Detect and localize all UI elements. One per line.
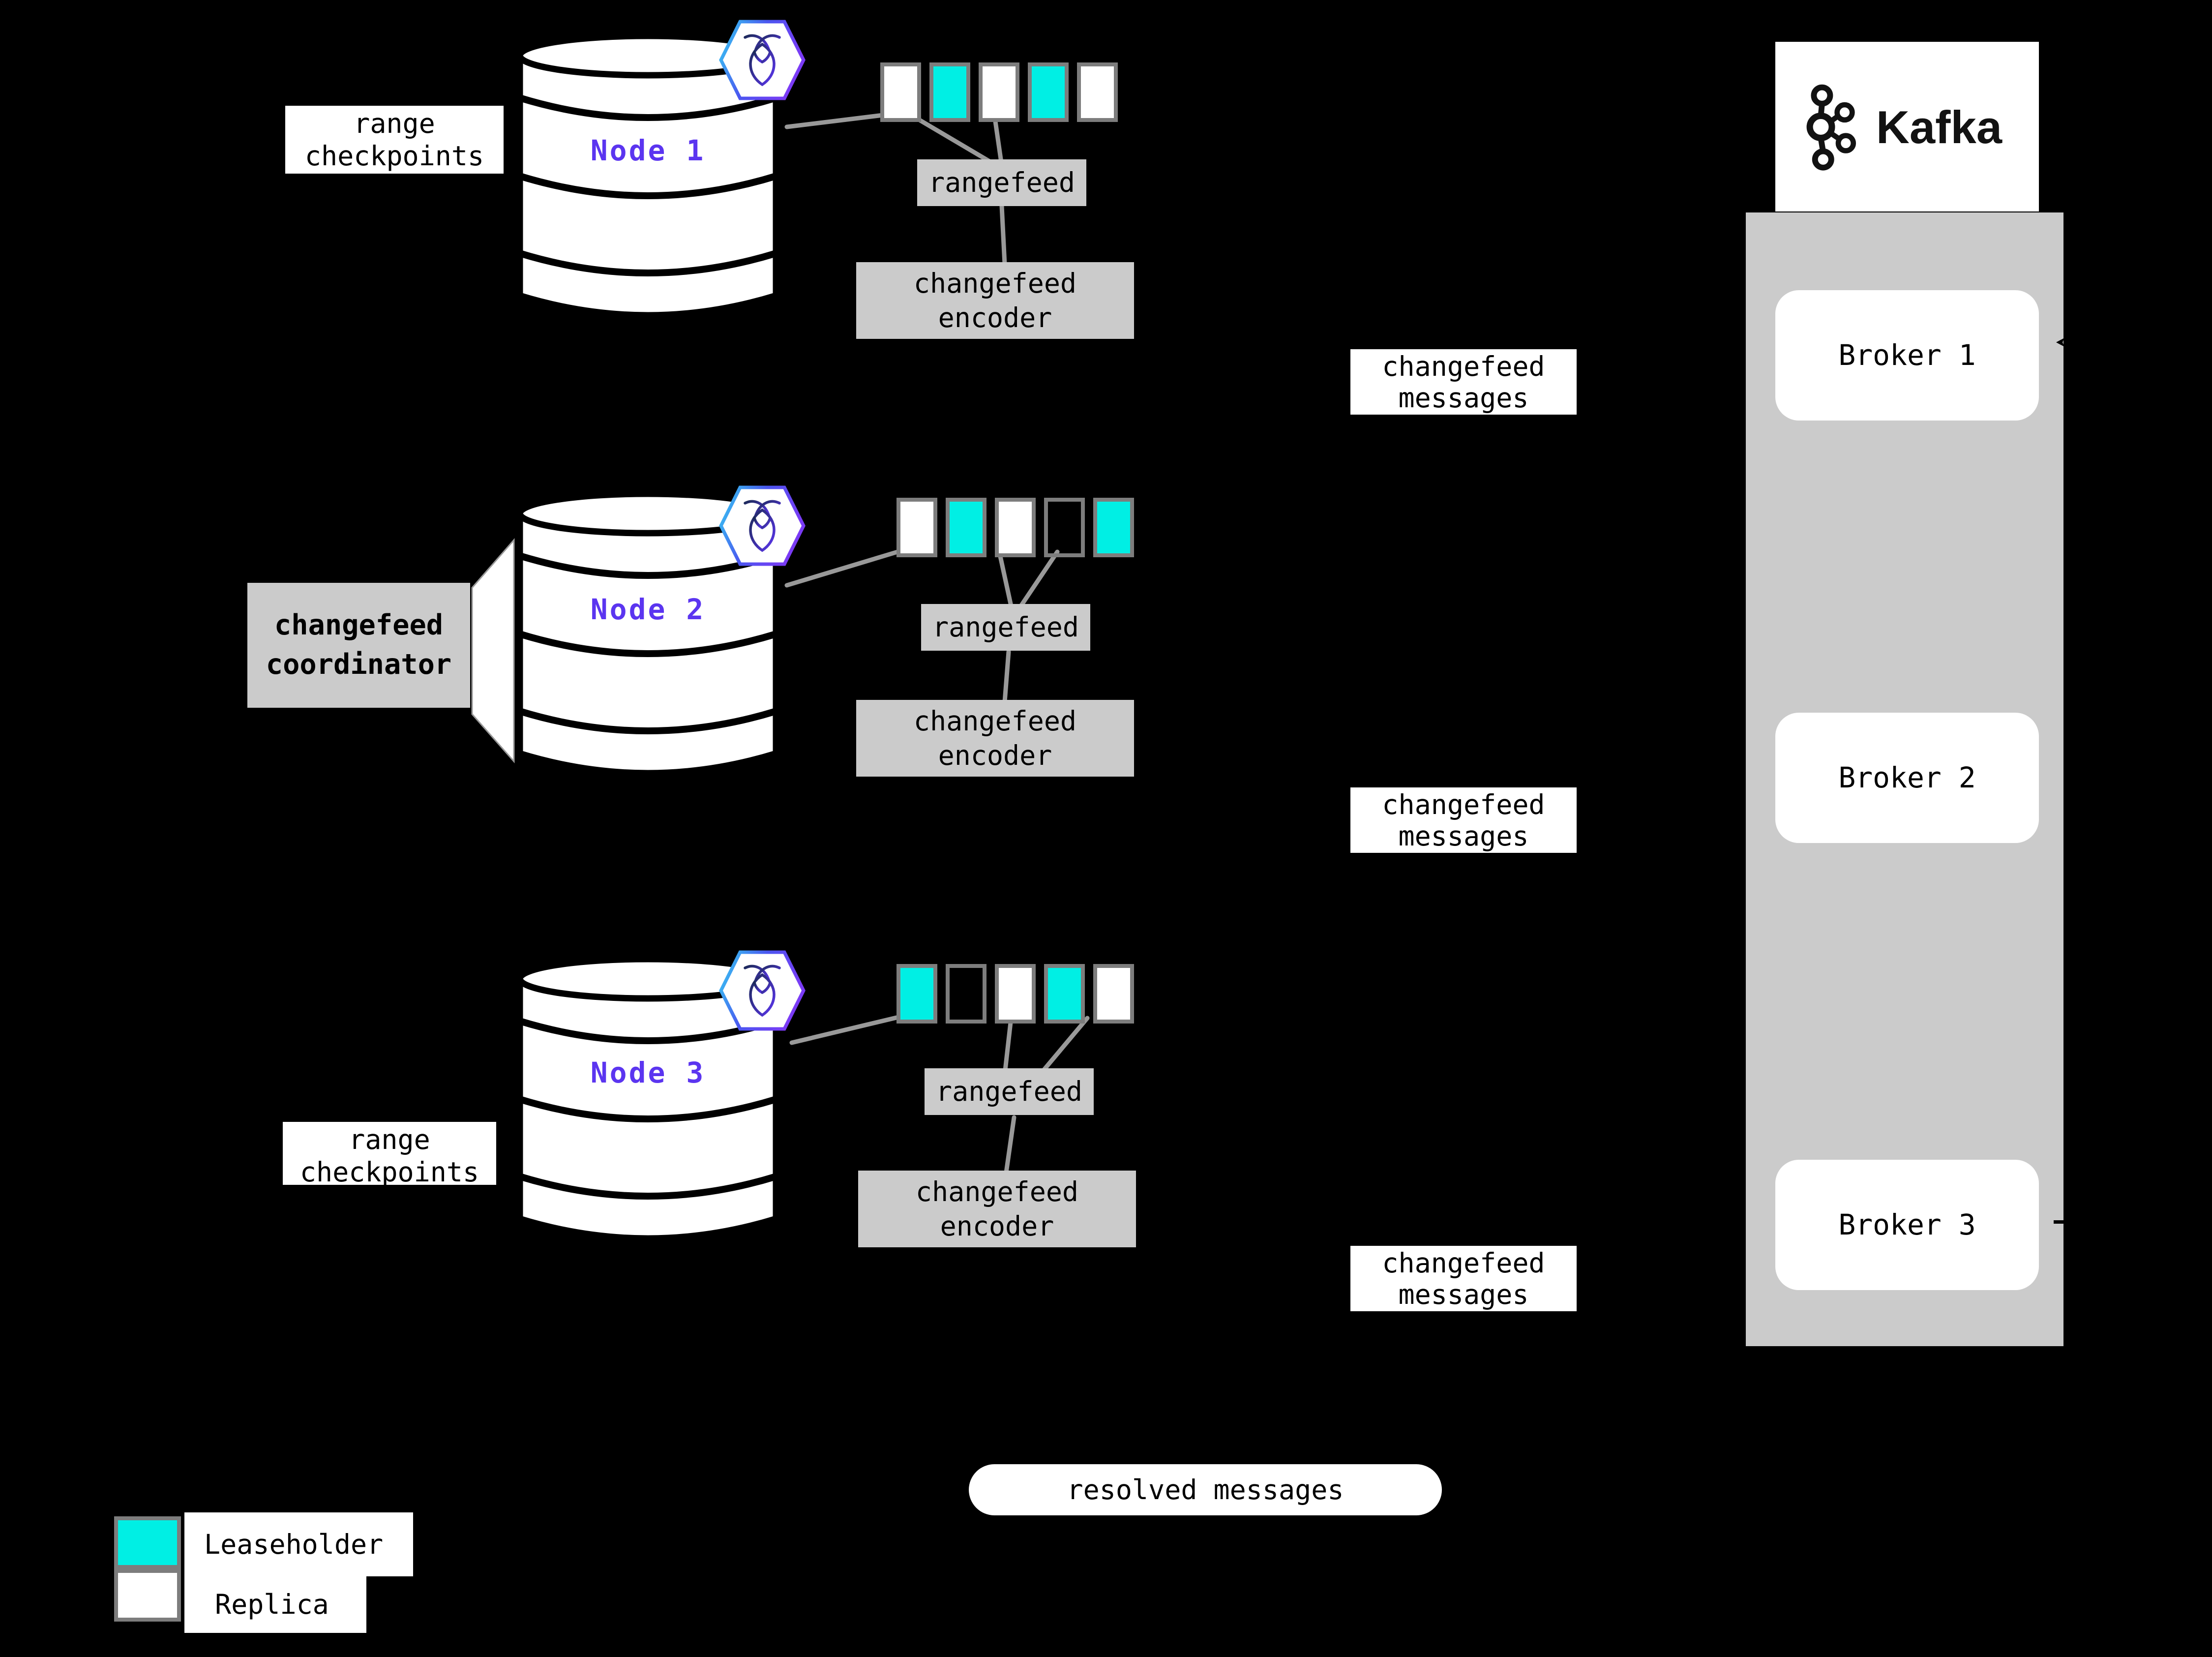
leaseholder-range-square — [929, 62, 970, 122]
line-range-to-rangefeed-2a — [997, 549, 1014, 608]
leaseholder-legend-label: Leaseholder — [184, 1512, 413, 1576]
leaseholder-range-square — [1093, 498, 1134, 557]
changefeed-messages-label-1: changefeed messages — [1350, 349, 1577, 415]
changefeed-coordinator-label: changefeed coordinator — [247, 583, 470, 708]
replica-range-square — [897, 498, 937, 557]
leaseholder-range-square — [946, 498, 986, 557]
line-node3-to-ranges — [789, 1015, 899, 1045]
cockroachdb-icon — [719, 950, 806, 1031]
empty-range-square — [1044, 498, 1085, 557]
rangefeed-box-3: rangefeed — [925, 1068, 1094, 1115]
line-node1-to-ranges — [784, 112, 894, 129]
database-cylinder-node2 — [516, 490, 779, 777]
resolved-arrowhead-icon — [2056, 338, 2064, 347]
rangefeed-box-2: rangefeed — [921, 604, 1090, 651]
line-rangefeed-to-encoder-3 — [1004, 1115, 1016, 1175]
line-range-to-rangefeed-2b — [1018, 549, 1060, 608]
line-rangefeed-to-encoder-1 — [999, 204, 1007, 267]
kafka-logo-box: Kafka — [1775, 42, 2039, 211]
leaseholder-range-square — [897, 964, 937, 1024]
range-replica-row — [897, 964, 1134, 1024]
changefeed-messages-label-3: changefeed messages — [1350, 1246, 1577, 1311]
replica-legend-label: Replica — [184, 1576, 366, 1633]
replica-range-square — [1093, 964, 1134, 1024]
database-cylinder-node3 — [516, 956, 779, 1242]
range-replica-row — [880, 62, 1118, 122]
node2-label: Node 2 — [590, 593, 706, 626]
kafka-broker-3: Broker 3 — [1775, 1160, 2039, 1290]
replica-range-square — [995, 498, 1036, 557]
line-range-to-rangefeed-3b — [1041, 1016, 1090, 1073]
leaseholder-range-square — [1028, 62, 1069, 122]
database-cylinder-node1 — [516, 32, 779, 319]
range-replica-row — [897, 498, 1134, 557]
line-range-to-rangefeed-1b — [992, 116, 1004, 165]
replica-range-square — [995, 964, 1036, 1024]
kafka-broker-2: Broker 2 — [1775, 713, 2039, 843]
line-rangefeed-to-encoder-2 — [1002, 649, 1011, 704]
replica-range-square — [880, 62, 921, 122]
resolved-messages-pill: resolved messages — [969, 1464, 1442, 1515]
replica-legend-swatch — [114, 1569, 181, 1622]
node1-label: Node 1 — [590, 134, 706, 167]
line-node2-to-ranges — [784, 546, 910, 588]
changefeed-encoder-box-3: changefeed encoder — [858, 1171, 1136, 1247]
kafka-icon — [1806, 84, 1856, 171]
rangefeed-box-1: rangefeed — [917, 159, 1086, 206]
changefeed-encoder-box-1: changefeed encoder — [856, 262, 1134, 339]
empty-range-square — [946, 964, 986, 1024]
node3-label: Node 3 — [590, 1056, 706, 1089]
line-range-to-rangefeed-3a — [1003, 1016, 1014, 1073]
replica-range-square — [1077, 62, 1118, 122]
replica-range-square — [979, 62, 1019, 122]
cockroachdb-icon — [719, 485, 806, 566]
coordinator-flag-shape — [471, 538, 515, 763]
kafka-logo-text: Kafka — [1876, 101, 2003, 153]
changefeed-messages-label-2: changefeed messages — [1350, 787, 1577, 853]
changefeed-encoder-box-2: changefeed encoder — [856, 700, 1134, 777]
kafka-broker-1: Broker 1 — [1775, 290, 2039, 421]
range-checkpoints-label-2: range checkpoints — [283, 1122, 496, 1188]
cockroachdb-icon — [719, 20, 806, 100]
range-checkpoints-label-1: range checkpoints — [285, 106, 504, 174]
resolved-arrow-line-fragment — [2054, 1220, 2064, 1224]
leaseholder-range-square — [1044, 964, 1085, 1024]
leaseholder-legend-swatch — [114, 1516, 181, 1569]
line-range-to-rangefeed-1a — [911, 114, 992, 164]
